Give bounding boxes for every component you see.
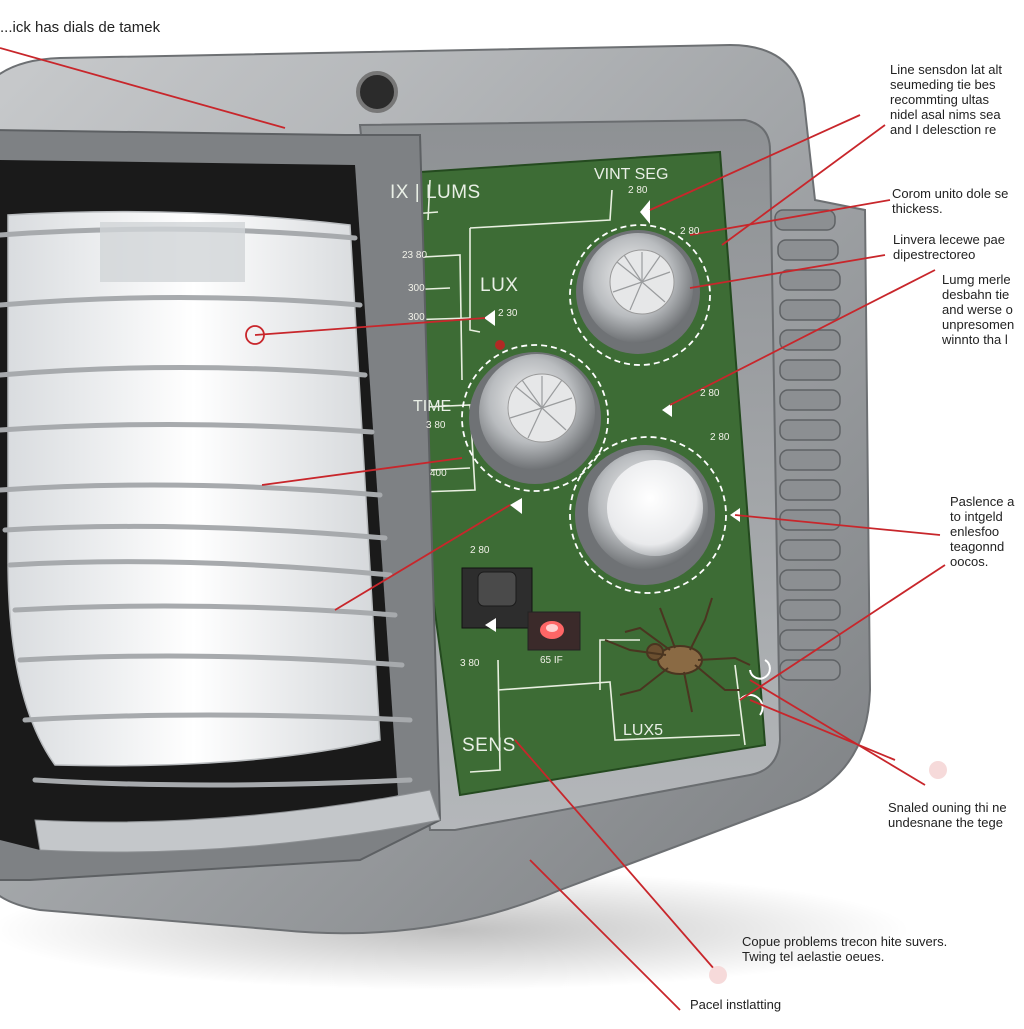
pcb-label-lux: LUX bbox=[480, 275, 519, 296]
pcb-value: 2 30 bbox=[498, 308, 518, 319]
callout-right-3: Linvera lecewe pae dipestrectoreo bbox=[893, 232, 1006, 262]
knob-lux[interactable] bbox=[569, 224, 711, 366]
spider-icon bbox=[604, 597, 751, 713]
callout-right-5: Paslence a to intgeld enlesfoo teagonnd … bbox=[950, 494, 1015, 569]
callout-right-2: Corom unito dole se thickess. bbox=[892, 186, 1009, 216]
mounting-hole bbox=[356, 71, 398, 113]
pcb-value: 2 80 bbox=[628, 185, 648, 196]
dip-switch[interactable] bbox=[461, 567, 533, 629]
callout-bottom-2: Pacel instlatting bbox=[690, 997, 782, 1012]
pcb-value: 2 80 bbox=[680, 226, 700, 237]
lens-facet bbox=[100, 222, 245, 282]
callout-right-6: Snaled ouning thi ne undesnane the tege bbox=[888, 800, 1007, 830]
pcb-value: 2 80 bbox=[710, 432, 730, 443]
pcb-value: 3 80 bbox=[426, 420, 446, 431]
knob-sens[interactable] bbox=[569, 436, 727, 594]
callout-markers bbox=[245, 325, 265, 345]
pcb-value: 300 bbox=[408, 283, 425, 294]
callout-dots bbox=[709, 761, 947, 984]
indicator-arrow bbox=[510, 498, 522, 514]
status-led bbox=[527, 611, 581, 651]
callout-right-4: Lumg merle desbahn tie and werse o unpre… bbox=[942, 272, 1015, 347]
indicator-arrow bbox=[662, 403, 672, 417]
indicator-arrow bbox=[484, 310, 495, 326]
pcb-label-sens: SENS bbox=[462, 735, 516, 756]
fresnel-lens bbox=[7, 210, 381, 767]
lens-bottom-lip bbox=[34, 789, 441, 853]
knob-time[interactable] bbox=[461, 340, 609, 492]
indicator-arrow bbox=[640, 200, 650, 224]
cooling-fins bbox=[774, 209, 841, 681]
pcb-value: 2 80 bbox=[700, 388, 720, 399]
pcb-label-ix-lums: IX | LUMS bbox=[390, 182, 481, 203]
terminal-mark bbox=[749, 659, 771, 680]
callout-lines bbox=[0, 47, 946, 1011]
indicator-arrow bbox=[485, 618, 496, 632]
callout-top-left: ...ick has dials de tamek bbox=[0, 19, 161, 36]
callout-right-1: Line sensdon lat alt seumeding tie bes r… bbox=[890, 62, 1003, 137]
pcb-label-vint-seg: VINT SEG bbox=[594, 166, 669, 183]
pcb-value: 300 bbox=[408, 312, 425, 323]
pcb-value: 65 IF bbox=[540, 655, 563, 666]
pcb-value: 3 80 bbox=[460, 658, 480, 669]
pcb-value: 400 bbox=[430, 468, 447, 479]
pcb-value: 23 80 bbox=[402, 250, 428, 261]
callout-bottom-1: Copue problems trecon hite suvers. Twing… bbox=[742, 934, 948, 964]
pcb-label-time: TIME bbox=[413, 398, 452, 415]
pcb-label-lux-bottom: LUX5 bbox=[623, 722, 664, 739]
pcb-value: 2 80 bbox=[470, 545, 490, 556]
